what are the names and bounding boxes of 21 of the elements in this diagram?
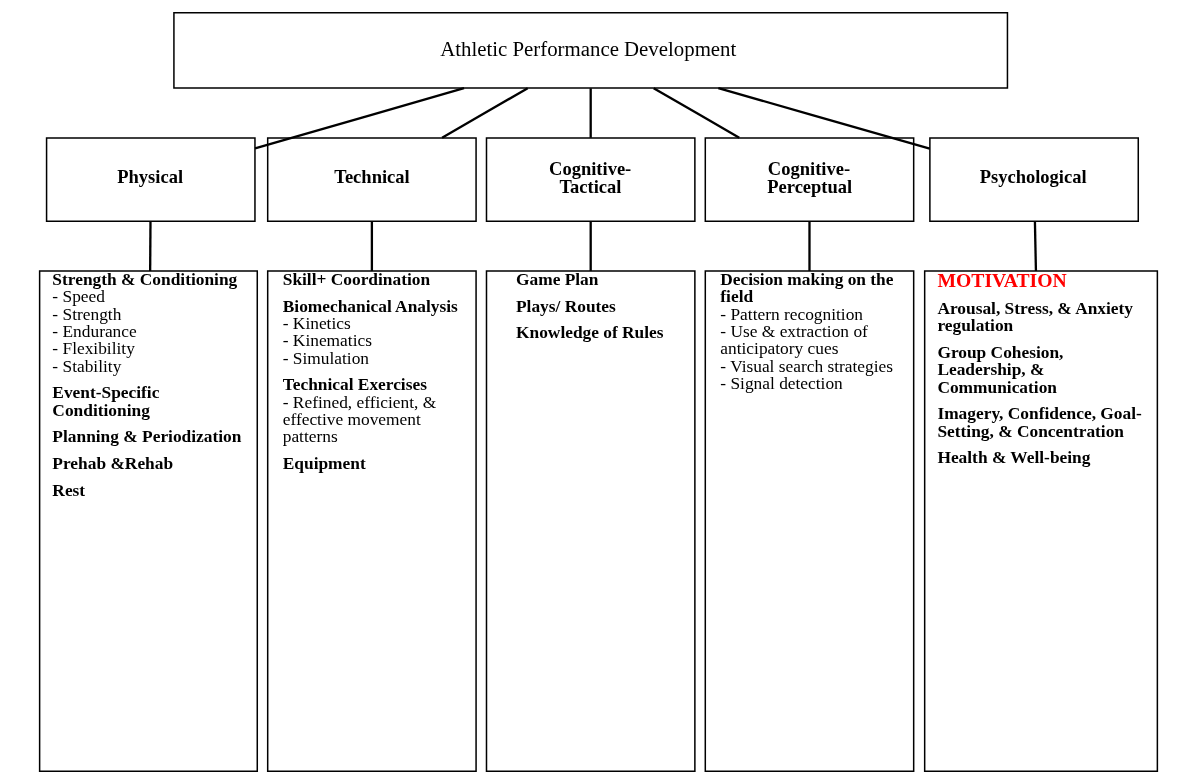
node-box: Cognitive-Tactical <box>485 137 696 222</box>
connector <box>370 221 374 271</box>
node-box: Technical <box>266 137 477 222</box>
connector <box>254 87 465 150</box>
connector <box>718 87 930 150</box>
node-box: MOTIVATION Arousal, Stress, & Anxiety regulation Group Cohesion, Leadership, & Communication Imagery, Confidence, Goal-Setting, & Concentration Health & Well-being <box>923 270 1159 772</box>
connector <box>808 221 811 271</box>
connector <box>589 221 592 271</box>
node-box: Psychological <box>929 137 1139 222</box>
node-box: Physical <box>45 137 256 222</box>
node-box: Decision making on the field - Pattern recognition - Use & extraction of anticipatory cues - Visual search strategies - Signal detection <box>704 270 915 772</box>
node-box: Cognitive-Perceptual <box>704 137 915 222</box>
node-box: Athletic Performance Development <box>173 12 1009 89</box>
node-box: Game Plan Plays/ Routes Knowledge of Rules <box>485 270 696 772</box>
connector <box>1033 221 1038 271</box>
connector <box>149 221 152 271</box>
connector <box>653 87 740 139</box>
node-box: Skill+ Coordination Biomechanical Analysis - Kinetics - Kinematics - Simulation Technical Exercises - Refined, efficient, & effective movement patterns Equipment <box>266 270 477 772</box>
connector <box>441 87 529 139</box>
connector <box>589 88 592 138</box>
node-box: Strength & Conditioning - Speed - Strength - Endurance - Flexibility - Stability Event-Specific Conditioning Planning & Periodization Prehab &Rehab Rest <box>38 270 258 772</box>
